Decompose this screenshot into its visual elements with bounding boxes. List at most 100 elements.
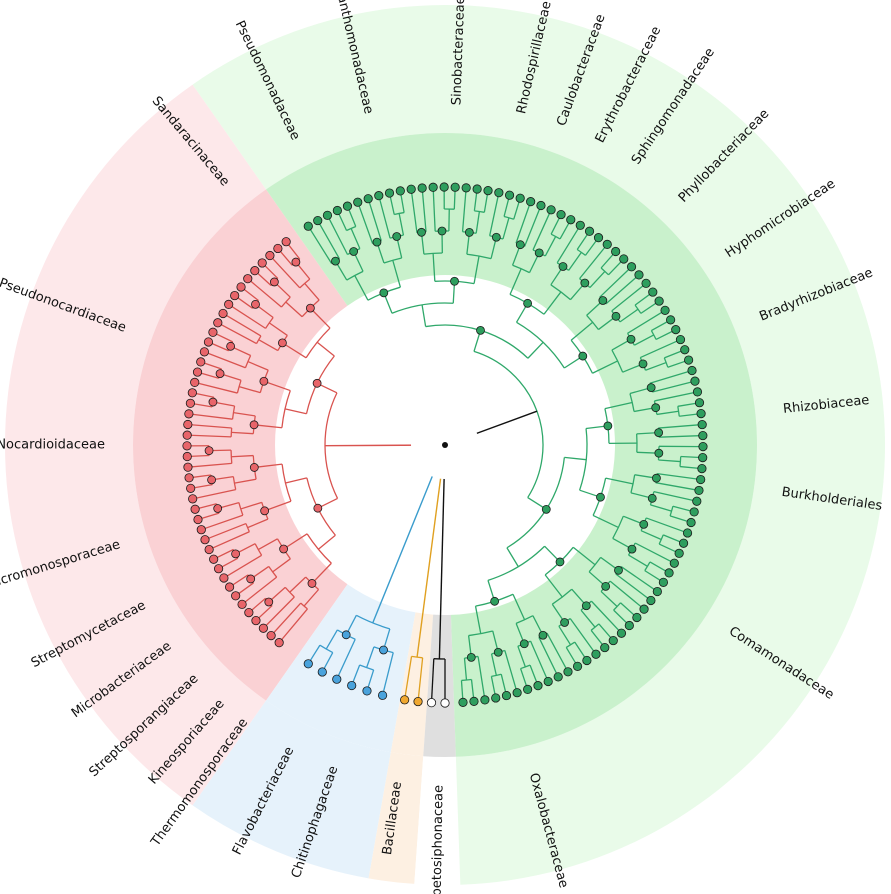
actinobacteria-internal-node — [213, 504, 223, 513]
actinobacteria-internal-node — [226, 341, 236, 351]
proteobacteria-leaf — [591, 649, 601, 659]
proteobacteria-leaf — [697, 419, 707, 430]
proteobacteria-branch — [658, 423, 703, 429]
actinobacteria-branch — [264, 500, 292, 512]
proteobacteria-arc — [586, 314, 599, 330]
actinobacteria-arc — [284, 586, 295, 598]
proteobacteria-branch — [590, 600, 622, 634]
proteobacteria-branch — [378, 195, 391, 239]
proteobacteria-branch — [529, 640, 549, 682]
proteobacteria-branch — [432, 187, 436, 232]
actinobacteria-branch — [285, 477, 308, 484]
actinobacteria-branch — [272, 558, 291, 573]
proteobacteria-internal-node — [519, 639, 529, 649]
proteobacteria-leaf — [619, 254, 629, 264]
proteobacteria-leaf — [523, 684, 533, 695]
proteobacteria-branch — [461, 187, 467, 232]
proteobacteria-leaf — [692, 496, 702, 506]
proteobacteria-leaf — [678, 538, 689, 548]
actinobacteria-branch — [270, 602, 302, 637]
root-branch — [438, 444, 446, 659]
actinobacteria-leaf — [182, 441, 192, 451]
proteobacteria-leaf — [313, 215, 323, 226]
bacteroidetes-branch — [381, 652, 394, 696]
proteobacteria-branch — [611, 282, 647, 312]
proteobacteria-branch — [489, 192, 500, 236]
proteobacteria-leaf — [480, 695, 490, 705]
label-herpetosiphonaceae: Herpetosiphonaceae — [429, 785, 446, 894]
proteobacteria-leaf — [536, 200, 546, 211]
actinobacteria-branch — [285, 301, 303, 318]
proteobacteria-leaf — [406, 184, 416, 194]
actinobacteria-branch — [201, 514, 244, 531]
proteobacteria-leaf — [675, 334, 686, 345]
deinococcus-leaf — [426, 698, 437, 708]
proteobacteria-leaf — [469, 696, 479, 706]
proteobacteria-internal-node — [654, 428, 664, 438]
proteobacteria-branch — [649, 369, 693, 384]
actinobacteria-branch — [238, 386, 261, 394]
actinobacteria-leaf — [218, 308, 228, 319]
proteobacteria-leaf — [512, 688, 522, 698]
proteobacteria-branch — [619, 308, 639, 323]
actinobacteria-leaf — [244, 607, 254, 618]
proteobacteria-branch — [357, 201, 374, 244]
actinobacteria-leaf — [186, 483, 196, 493]
actinobacteria-leaf — [208, 327, 218, 337]
deinococcus-leaf — [440, 698, 450, 708]
proteobacteria-internal-node — [490, 596, 500, 606]
actinobacteria-leaf — [213, 564, 224, 574]
proteobacteria-branch — [640, 530, 662, 541]
proteobacteria-leaf — [616, 628, 627, 638]
actinobacteria-internal-node — [291, 257, 301, 267]
proteobacteria-internal-node — [392, 232, 402, 241]
actinobacteria-branch — [303, 589, 320, 607]
actinobacteria-branch — [223, 554, 262, 579]
proteobacteria-branch — [652, 380, 696, 393]
proteobacteria-internal-node — [626, 334, 636, 344]
actinobacteria-leaf — [250, 266, 260, 276]
proteobacteria-internal-node — [349, 247, 359, 256]
actinobacteria-branch — [208, 531, 250, 551]
proteobacteria-internal-node — [581, 601, 591, 611]
sector-bacteroidetes-outer — [192, 700, 391, 879]
actinobacteria-internal-node — [249, 420, 259, 430]
actinobacteria-leaf — [188, 494, 198, 504]
actinobacteria-branch — [262, 596, 295, 629]
proteobacteria-leaf — [374, 191, 384, 201]
actinobacteria-branch — [217, 322, 257, 345]
actinobacteria-branch — [204, 351, 246, 369]
firmicutes-branch — [417, 657, 424, 702]
actinobacteria-arc — [300, 602, 308, 610]
proteobacteria-branch — [645, 361, 667, 371]
actinobacteria-branch — [263, 380, 291, 392]
actinobacteria-leaf — [257, 258, 267, 268]
proteobacteria-leaf — [472, 184, 482, 194]
actinobacteria-leaf — [204, 544, 214, 555]
proteobacteria-leaf — [332, 205, 342, 216]
actinobacteria-internal-node — [208, 397, 218, 407]
actinobacteria-arc — [236, 380, 242, 394]
proteobacteria-branch — [599, 266, 632, 298]
proteobacteria-arc — [590, 623, 600, 631]
actinobacteria-branch — [222, 312, 262, 337]
proteobacteria-internal-node — [541, 504, 551, 514]
actinobacteria-branch — [187, 423, 232, 429]
proteobacteria-branch — [392, 260, 402, 288]
proteobacteria-branch — [640, 338, 681, 359]
bacteroidetes-leaf — [362, 686, 372, 696]
proteobacteria-branch — [544, 574, 563, 598]
bacteroidetes-internal-node — [379, 645, 388, 655]
proteobacteria-branch — [620, 566, 658, 593]
actinobacteria-internal-node — [269, 277, 279, 287]
actinobacteria-branch — [284, 408, 307, 415]
bacteroidetes-branch — [325, 629, 338, 650]
proteobacteria-branch — [605, 477, 634, 485]
proteobacteria-arc — [600, 267, 609, 276]
actinobacteria-leaf — [281, 237, 291, 247]
actinobacteria-leaf — [274, 638, 284, 648]
actinobacteria-branch — [257, 538, 278, 551]
actinobacteria-branch — [316, 341, 335, 357]
actinobacteria-internal-node — [246, 574, 256, 584]
